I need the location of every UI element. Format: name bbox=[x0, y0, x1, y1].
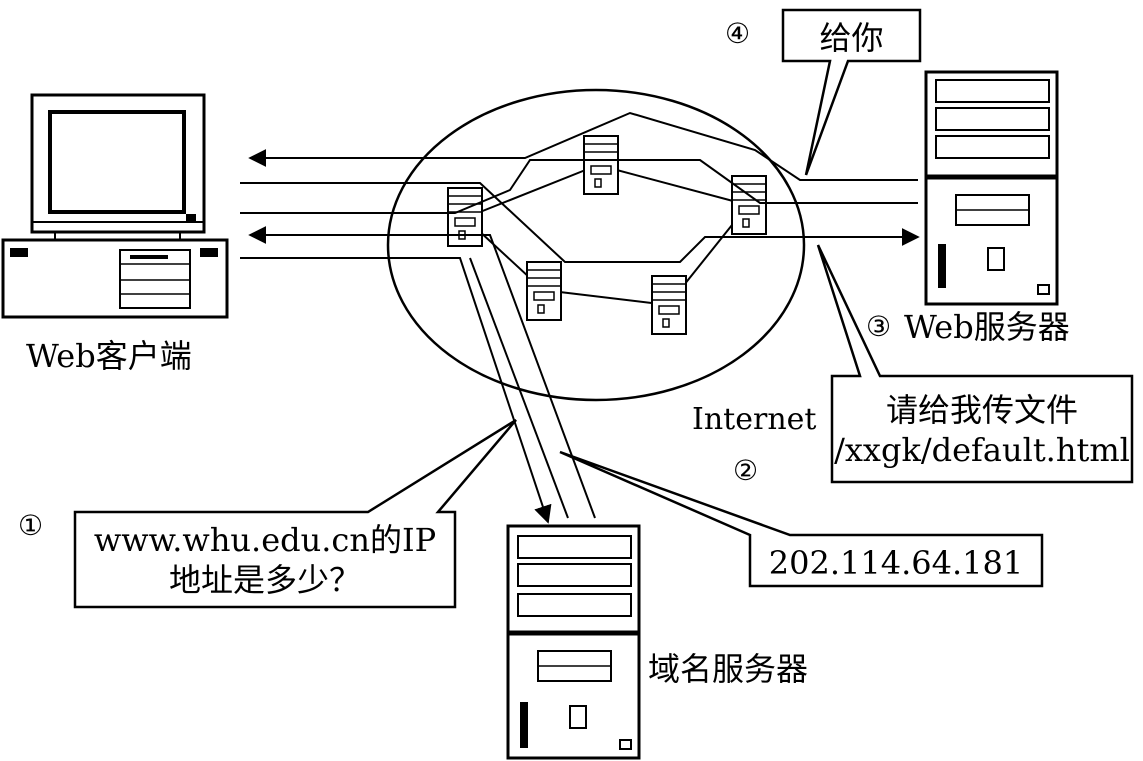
callout-dns-query-shape bbox=[73, 418, 517, 609]
web-client-computer bbox=[1, 93, 229, 319]
web-server bbox=[924, 70, 1059, 306]
router-1 bbox=[447, 187, 483, 247]
dns-query-text: www.whu.edu.cn的IP 地址是多少？ bbox=[75, 520, 455, 600]
internet-label: Internet bbox=[692, 402, 817, 437]
callout-dns-answer-shape bbox=[559, 450, 1044, 588]
step-4-marker: ④ bbox=[725, 17, 751, 50]
client-label: Web客户端 bbox=[26, 337, 192, 375]
dns-answer-text: 202.114.64.181 bbox=[750, 543, 1042, 583]
dns-query-arrow bbox=[240, 257, 552, 524]
dns-answer-arrow bbox=[248, 226, 596, 519]
dns-server-label: 域名服务器 bbox=[648, 650, 809, 688]
dns-server bbox=[506, 524, 641, 760]
dns-query-line-1: www.whu.edu.cn的IP bbox=[93, 521, 437, 559]
http-request-line-1: 请给我传文件 bbox=[885, 391, 1078, 429]
router-4 bbox=[526, 261, 562, 321]
internet-cloud bbox=[386, 88, 806, 402]
http-request-text: 请给我传文件 /xxgk/default.html bbox=[832, 390, 1132, 470]
http-request-line-2: /xxgk/default.html bbox=[834, 431, 1130, 469]
http-request-path-a bbox=[240, 182, 920, 263]
http-response-text: 给你 bbox=[783, 18, 920, 58]
router-3 bbox=[731, 175, 767, 235]
router-2 bbox=[583, 135, 619, 195]
desktop-case bbox=[1, 238, 229, 319]
web-server-label: Web服务器 bbox=[904, 308, 1070, 346]
http-response-label: 给你 bbox=[819, 19, 884, 57]
dns-answer-label: 202.114.64.181 bbox=[768, 544, 1024, 582]
step-3-marker: ③ bbox=[866, 310, 892, 343]
dns-query-line-2: 地址是多少？ bbox=[168, 561, 361, 599]
step-2-marker: ② bbox=[733, 454, 759, 487]
dns-link-line bbox=[469, 257, 569, 519]
router-5 bbox=[651, 275, 687, 335]
step-1-marker: ① bbox=[18, 509, 44, 542]
http-request-path-b bbox=[240, 159, 918, 214]
callout-http-response-shape bbox=[781, 8, 922, 176]
monitor-screen bbox=[48, 110, 186, 214]
http-response-arrow bbox=[248, 111, 918, 181]
callout-http-request-shape bbox=[816, 244, 1134, 484]
